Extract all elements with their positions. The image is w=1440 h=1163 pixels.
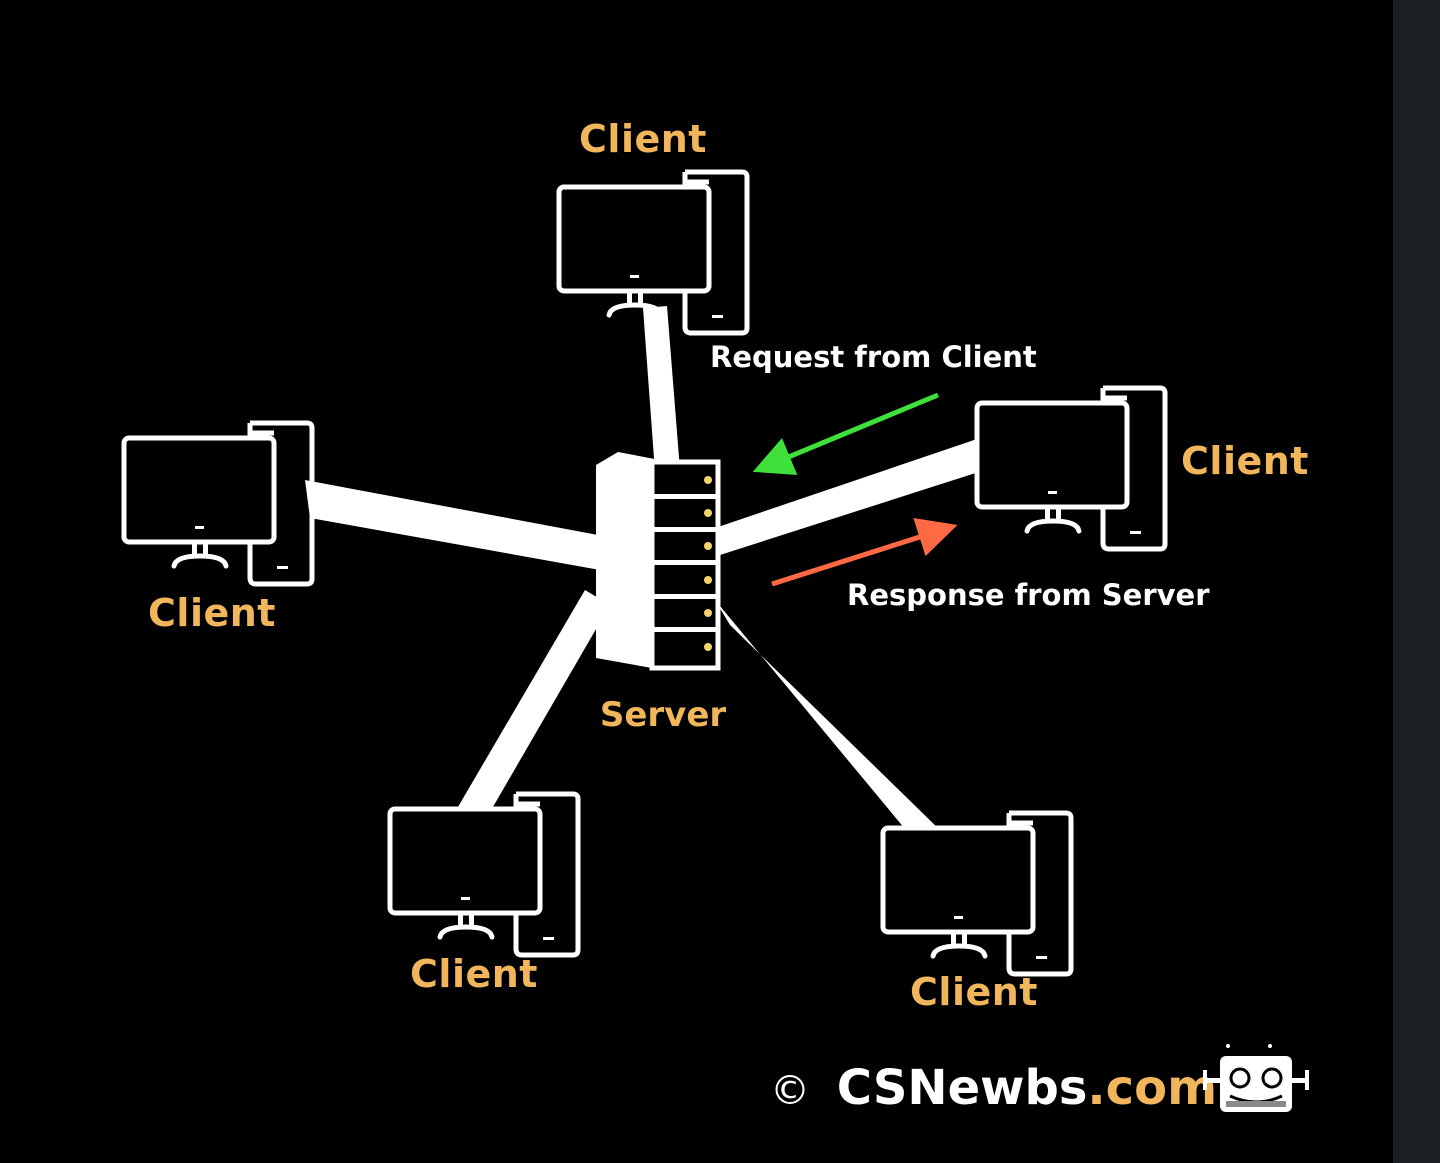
brand-tld: .com [1087,1060,1217,1116]
brand-wordmark: © CSNewbs.com [770,1060,1217,1116]
branding: © CSNewbs.com [770,1044,1309,1116]
robot-logo-icon [1203,1044,1309,1112]
client-computer-icon-bottom-left [390,794,578,955]
client-label-top: Client [579,117,707,161]
side-strip [1393,0,1440,1163]
client-computer-icon-top [559,172,747,333]
request-label: Request from Client [710,340,1037,374]
brand-name: CSNewbs [837,1060,1088,1116]
client-label-bottom-left: Client [410,952,538,996]
client-label-right: Client [1181,439,1309,483]
server-led-indicators [704,476,712,651]
client-label-bottom-right: Client [910,970,1038,1014]
server-label: Server [600,695,727,735]
request-arrow [752,392,939,475]
response-label: Response from Server [847,578,1210,612]
client-computer-icon-right [977,388,1165,549]
link-top [643,306,680,472]
response-arrow [771,518,958,587]
client-label-left: Client [148,591,276,635]
links [305,306,985,835]
link-left [305,480,600,570]
link-bottom-right [715,600,945,835]
client-computer-icon-bottom-right [883,813,1071,974]
link-right [715,438,985,555]
client-computer-icon-left [124,423,312,584]
copyright-symbol: © [770,1068,810,1114]
server-icon [596,452,721,671]
link-bottom-left [455,590,610,812]
